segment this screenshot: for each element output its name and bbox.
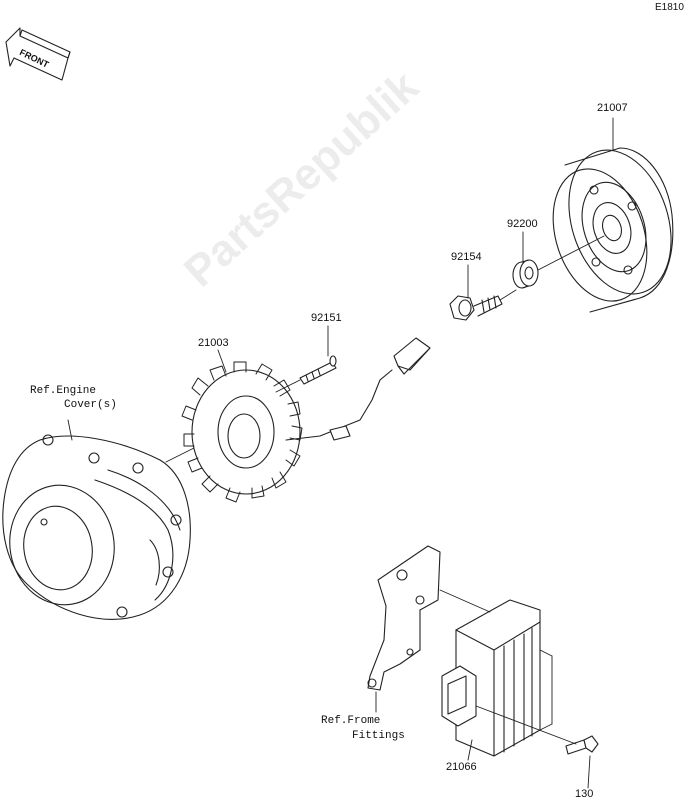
engine-cover-part [2,434,191,620]
part-label-flywheel-bolt: 92154 [451,251,482,263]
ref-frame-fittings-line1: Ref.Frome [321,715,381,727]
flywheel-part [552,147,674,313]
regulator-part [441,599,541,757]
stator-part [181,337,431,503]
collar-part [512,259,539,289]
regulator-bolt-part [565,735,599,755]
flywheel-bolt-part [449,295,503,321]
ref-engine-cover-line2: Cover(s) [64,399,117,411]
diagram-code: E1810 [655,2,684,13]
part-label-stator: 21003 [198,337,229,349]
part-label-flywheel: 21007 [597,102,628,114]
bracket-part [367,545,441,691]
part-label-regulator: 21066 [446,761,477,773]
front-arrow-icon [5,27,71,81]
stator-bolt-part [299,355,337,385]
ref-frame-fittings-line2: Fittings [352,730,405,742]
ref-engine-cover-line1: Ref.Engine [30,385,97,397]
part-label-regulator-bolt: 130 [575,788,594,800]
leader-lines [67,117,614,789]
part-label-collar: 92200 [507,218,538,230]
part-label-stator-bolt: 92151 [311,312,342,324]
